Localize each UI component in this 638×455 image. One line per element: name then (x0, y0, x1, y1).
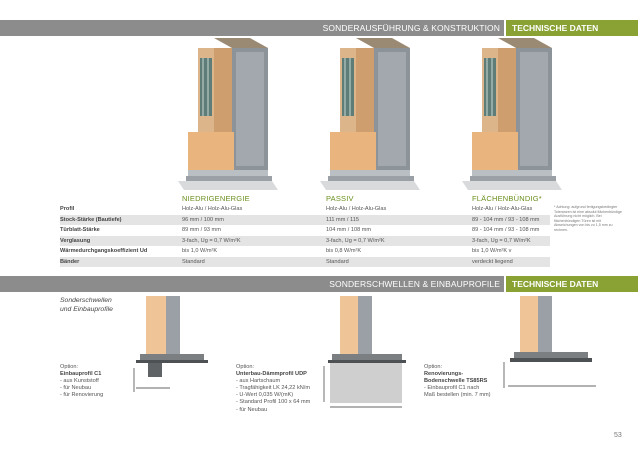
header-bar-grey (0, 276, 504, 292)
section-title: SONDERSCHWELLEN & EINBAUPROFILE (329, 279, 500, 289)
table-row: Stock-Stärke (Bautiefe) 96 mm / 100 mm 1… (60, 214, 550, 225)
cell-value: bis 1,0 W/m²K v (472, 248, 512, 254)
option-prefix: Option: (60, 364, 79, 370)
header-bar-green (506, 20, 638, 36)
row-label: Bänder (60, 258, 80, 265)
cell-value: 3-fach, Ug = 0,7 W/m²K (472, 237, 531, 244)
column-heading-passiv: PASSIV (326, 194, 354, 203)
row-label: Stock-Stärke (Bautiefe) (60, 216, 122, 223)
cell-value: 3-fach, Ug = 0,7 W/m²K (326, 237, 385, 244)
cell-value: 96 mm / 100 mm (182, 216, 224, 223)
caption-sonderschwellen: Sonderschwellen und Einbauprofile (60, 297, 113, 313)
option-line: - Standard Profil 100 x 64 mm (236, 399, 311, 406)
header-band-top: SONDERAUSFÜHRUNG & KONSTRUKTION TECHNISC… (0, 20, 638, 36)
cell-value: 89 - 104 mm / 93 - 108 mm (472, 227, 540, 233)
option-einbauprofil-c1: Option: Einbauprofil C1 - aus Kunststoff… (60, 364, 170, 399)
cell-value: 89 mm / 93 mm (182, 227, 221, 233)
section-title: SONDERAUSFÜHRUNG & KONSTRUKTION (322, 23, 500, 33)
table-row: Wärmedurchgangskoeffizient Ud bis 1,0 W/… (60, 246, 550, 257)
option-line: - für Renovierung (60, 392, 104, 399)
option-line: - für Neubau (236, 406, 268, 413)
threshold-profile-c1 (133, 296, 208, 392)
footnote: * Achtung: aufgrund fertigungsbedingter … (554, 205, 622, 232)
header-bar-grey (0, 20, 504, 36)
cell-value: Standard (182, 258, 205, 265)
option-line: Maß bestellen (min. 7 mm) (424, 392, 491, 399)
table-row: Profil Holz-Alu / Holz-Alu-Glas Holz-Alu… (60, 204, 550, 215)
row-label: Türblatt-Stärke (60, 227, 100, 233)
cell-value: Standard (326, 258, 349, 265)
row-label: Wärmedurchgangskoeffizient Ud (60, 248, 148, 254)
option-title: Renovierungs-Bodenschwelle TS85RS (424, 371, 488, 385)
door-section-passiv (320, 38, 420, 190)
door-section-flaechenbuendig (462, 38, 562, 190)
table-row: Bänder Standard Standard verdeckt liegen… (60, 256, 550, 267)
cell-value: 104 mm / 108 mm (326, 227, 372, 233)
option-prefix: Option: (424, 364, 443, 370)
threshold-profile-ts85rs (503, 296, 596, 388)
column-heading-flaechenbuendig: FLÄCHENBÜNDIG* (472, 194, 542, 203)
row-label: Profil (60, 206, 75, 212)
option-line: - aus Kunststoff (60, 378, 99, 385)
cell-value: Holz-Alu / Holz-Alu-Glas (472, 206, 533, 212)
option-prefix: Option: (236, 364, 255, 370)
spec-table: Profil Holz-Alu / Holz-Alu-Glas Holz-Alu… (60, 204, 550, 267)
table-row: Verglasung 3-fach, Ug = 0,7 W/m²K 3-fach… (60, 235, 550, 246)
option-renovierungs-bodenschwelle: Option: Renovierungs-Bodenschwelle TS85R… (424, 364, 500, 399)
option-title: Unterbau-Dämmprofil UDP (236, 371, 307, 378)
door-section-niedrigenergie (178, 38, 278, 190)
cell-value: 3-fach, Ug = 0,7 W/m²K (182, 237, 241, 244)
option-line: - aus Hartschaum (236, 378, 281, 385)
cell-value: bis 1,0 W/m²K (182, 248, 218, 254)
cell-value: bis 0,8 W/m²K (326, 248, 362, 254)
column-heading-niedrigenergie: NIEDRIGENERGIE (182, 194, 250, 203)
cell-value: Holz-Alu / Holz-Alu-Glas (182, 206, 243, 212)
table-row: Türblatt-Stärke 89 mm / 93 mm 104 mm / 1… (60, 225, 550, 236)
technical-data-tab: TECHNISCHE DATEN (512, 23, 599, 33)
option-title: Einbauprofil C1 (60, 371, 102, 378)
header-bar-green (506, 276, 638, 292)
row-label: Verglasung (60, 237, 91, 244)
option-unterbau-daemmprofil: Option: Unterbau-Dämmprofil UDP - aus Ha… (236, 364, 346, 414)
technical-data-tab: TECHNISCHE DATEN (512, 279, 599, 289)
header-band-bottom: SONDERSCHWELLEN & EINBAUPROFILE TECHNISC… (0, 276, 638, 292)
threshold-profile-udp (323, 296, 406, 408)
option-line: - für Neubau (60, 385, 92, 392)
cell-value: verdeckt liegend (472, 258, 513, 265)
cell-value: 111 mm / 115 (326, 216, 359, 223)
cell-value: Holz-Alu / Holz-Alu-Glas (326, 206, 387, 212)
cell-value: 89 - 104 mm / 93 - 108 mm (472, 216, 540, 223)
option-line: - Einbauprofil C1 nach (424, 385, 480, 392)
option-line: - U-Wert 0,035 W/(mK) (236, 392, 294, 399)
page-number: 53 (614, 432, 622, 439)
option-line: - Tragfähigkeit LK 24,22 kN/m (236, 385, 310, 392)
